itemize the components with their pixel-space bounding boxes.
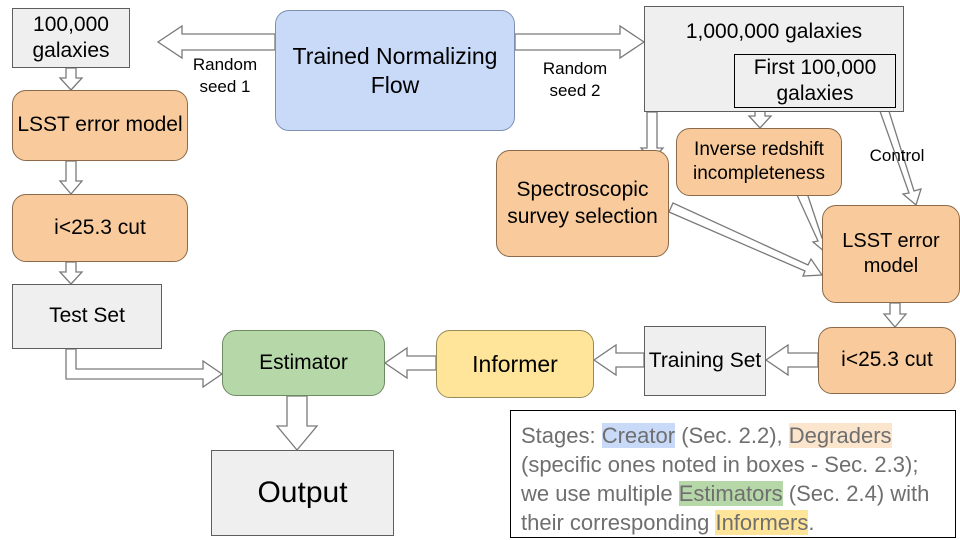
box-estimator-text: Estimator: [259, 350, 348, 374]
box-spectroscopic-text: Spectroscopic survey selection: [507, 178, 658, 228]
label-random-seed-1: Random seed 1: [180, 54, 270, 98]
arrow-cut-to-testset: [58, 261, 84, 285]
box-inverse-redshift-text: Inverse redshift incompleteness: [692, 139, 826, 184]
legend-text-1: Stages:: [521, 423, 602, 448]
box-estimator: Estimator: [222, 330, 385, 396]
legend-text-5: .: [808, 510, 815, 536]
label-control: Control: [862, 145, 932, 167]
box-trained-flow-text: Trained Normalizing Flow: [292, 42, 498, 98]
legend-degraders: Degraders: [788, 423, 892, 448]
legend-text-3: (specific ones noted in boxes - Sec. 2.3…: [521, 452, 919, 507]
arrow-cut-to-training: [764, 343, 819, 377]
box-first-100k-galaxies: First 100,000 galaxies: [734, 54, 896, 108]
box-informer: Informer: [436, 330, 594, 398]
box-training-set: Training Set: [644, 326, 766, 396]
arrow-lsst-to-cut-right: [882, 302, 908, 329]
box-output-text: Output: [257, 476, 348, 510]
box-lsst-error-right-text: LSST error model: [842, 230, 940, 277]
legend-creator: Creator: [601, 423, 676, 448]
box-cut-left-text: i<25.3 cut: [54, 215, 146, 239]
box-inverse-redshift: Inverse redshift incompleteness: [676, 128, 842, 196]
box-cut-left: i<25.3 cut: [12, 194, 188, 262]
box-lsst-error-right: LSST error model: [822, 205, 960, 303]
arrow-100k-to-lsst: [58, 67, 84, 91]
box-output: Output: [211, 450, 394, 536]
label-control-text: Control: [869, 146, 925, 165]
arrow-training-to-informer: [592, 343, 645, 377]
arrow-estimator-to-output: [275, 395, 319, 452]
label-random-seed-1-text: Random seed 1: [192, 55, 258, 97]
label-random-seed-2: Random seed 2: [530, 58, 620, 102]
box-100k-galaxies: 100,000 galaxies: [12, 8, 130, 68]
box-1m-galaxies-text: 1,000,000 galaxies: [685, 20, 863, 43]
arrow-spectroscopic-to-lsst: [668, 202, 824, 277]
legend-text-4: (Sec. 2.4) with their corresponding: [521, 481, 930, 536]
arrow-lsst-to-cut: [58, 160, 84, 196]
box-100k-galaxies-text: 100,000 galaxies: [32, 12, 110, 62]
legend-informers: Informers: [715, 510, 809, 536]
box-lsst-error-left-text: LSST error model: [17, 113, 183, 137]
box-cut-right-text: i<25.3 cut: [841, 348, 933, 372]
box-trained-normalizing-flow: Trained Normalizing Flow: [275, 10, 515, 131]
box-lsst-error-left: LSST error model: [12, 90, 188, 161]
box-first-100k-text: First 100,000 galaxies: [753, 55, 877, 105]
box-cut-right: i<25.3 cut: [818, 327, 956, 394]
arrow-flow-to-1m: [514, 24, 646, 60]
box-test-set: Test Set: [12, 284, 162, 349]
box-spectroscopic-selection: Spectroscopic survey selection: [496, 150, 669, 257]
label-random-seed-2-text: Random seed 2: [542, 59, 608, 101]
box-test-set-text: Test Set: [49, 304, 125, 328]
arrow-informer-to-estimator: [383, 346, 437, 380]
box-training-set-text: Training Set: [648, 348, 762, 372]
box-informer-text: Informer: [472, 350, 558, 377]
arrow-flow-to-100k: [156, 24, 276, 60]
legend-box: Stages: Creator (Sec. 2.2), Degraders (s…: [510, 410, 956, 538]
legend-estimators: Estimators: [678, 481, 783, 507]
arrow-testset-to-estimator: [65, 348, 224, 389]
legend-text-2: (Sec. 2.2),: [675, 423, 789, 448]
